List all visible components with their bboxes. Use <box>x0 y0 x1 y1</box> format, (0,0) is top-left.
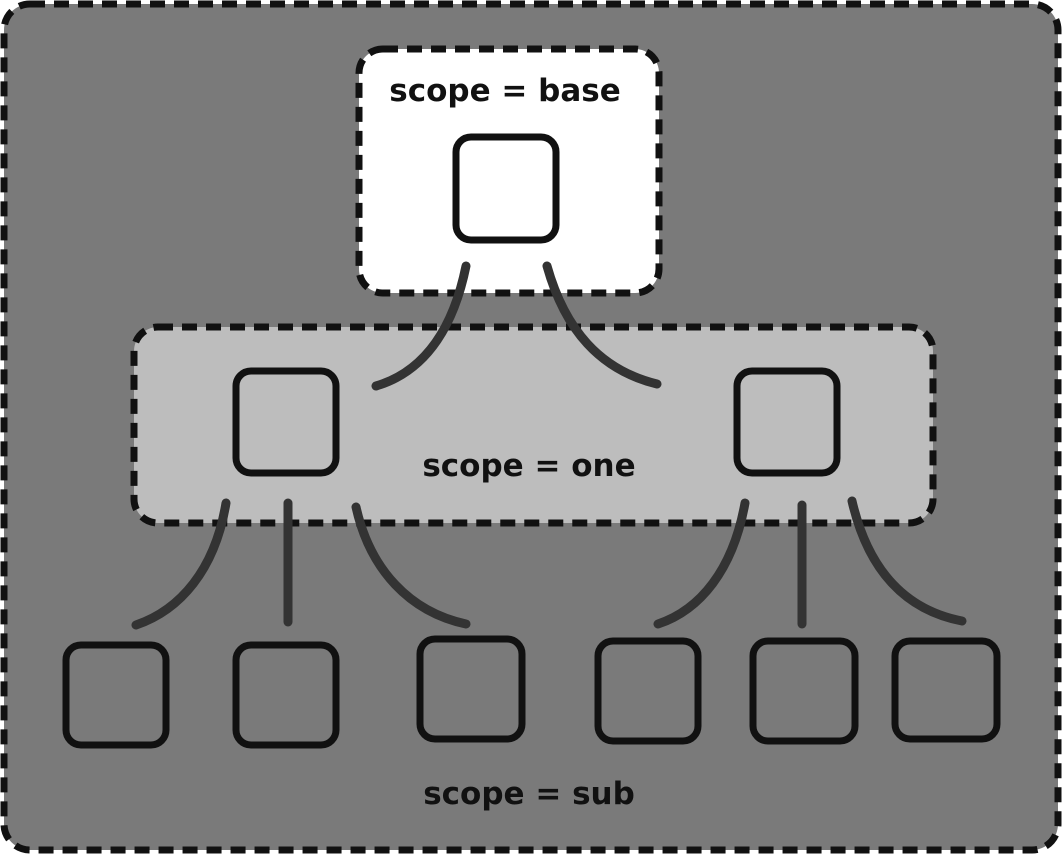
edge-base-to-one-left <box>371 261 471 391</box>
one-entry-node-left <box>232 367 340 477</box>
edge-base-to-one-right <box>542 261 662 389</box>
sub-entry-node-3 <box>416 635 526 743</box>
scope-sub-label: scope = sub <box>423 776 635 812</box>
sub-entry-node-2 <box>232 641 340 749</box>
edges-one-right-to-sub <box>653 496 967 629</box>
nodes <box>62 133 1001 749</box>
sub-entry-node-4 <box>594 637 702 745</box>
edges-one-left-to-sub <box>131 498 471 630</box>
edge-one-left-to-sub-1 <box>131 498 231 630</box>
scope-base-label: scope = base <box>389 73 621 109</box>
sub-entry-node-5 <box>749 637 859 745</box>
base-entry-node <box>452 133 560 244</box>
scope-one-region <box>130 323 937 527</box>
edge-one-left-to-sub-3 <box>351 502 471 629</box>
scope-base-region <box>355 45 663 297</box>
edges-base-to-one <box>371 261 662 391</box>
one-entry-node-right <box>733 367 841 477</box>
sub-entry-node-6 <box>891 637 1001 743</box>
sub-entry-node-1 <box>62 641 170 749</box>
edge-one-right-to-sub-6 <box>847 496 967 626</box>
edge-one-right-to-sub-4 <box>653 498 750 629</box>
scope-one-label: scope = one <box>422 448 635 484</box>
